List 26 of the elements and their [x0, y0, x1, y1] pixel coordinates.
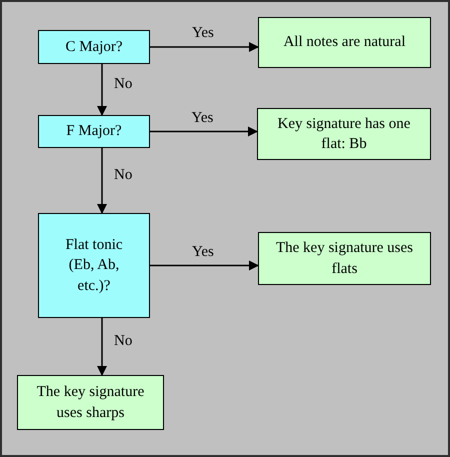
decision-box [38, 213, 150, 318]
edge-label: No [114, 166, 132, 184]
arrow [97, 318, 107, 376]
node-text: Key signature has one flat: Bb [276, 114, 412, 154]
decision-box [38, 115, 150, 148]
arrow [97, 64, 107, 116]
edge-label: No [114, 332, 132, 350]
result-box [17, 375, 164, 430]
arrow [150, 42, 259, 52]
edge-label: Yes [192, 244, 214, 260]
edge-label: Yes [192, 110, 214, 126]
node-text: C Major? [65, 38, 123, 57]
node-text: All notes are natural [283, 33, 406, 52]
arrow [150, 260, 259, 270]
arrow [97, 148, 107, 214]
node-text: The key signature uses sharps [36, 383, 146, 422]
node-text: F Major? [66, 122, 122, 142]
result-box [257, 108, 431, 160]
edge-label: Yes [192, 25, 214, 42]
node-text: Flat tonic (Eb, Ab, etc.)? [64, 236, 124, 296]
arrow [150, 126, 258, 136]
result-box [258, 17, 431, 68]
decision-box [38, 30, 150, 64]
result-box [258, 232, 431, 285]
edge-label: No [114, 76, 132, 92]
node-text: The key signature uses flats [274, 239, 414, 278]
